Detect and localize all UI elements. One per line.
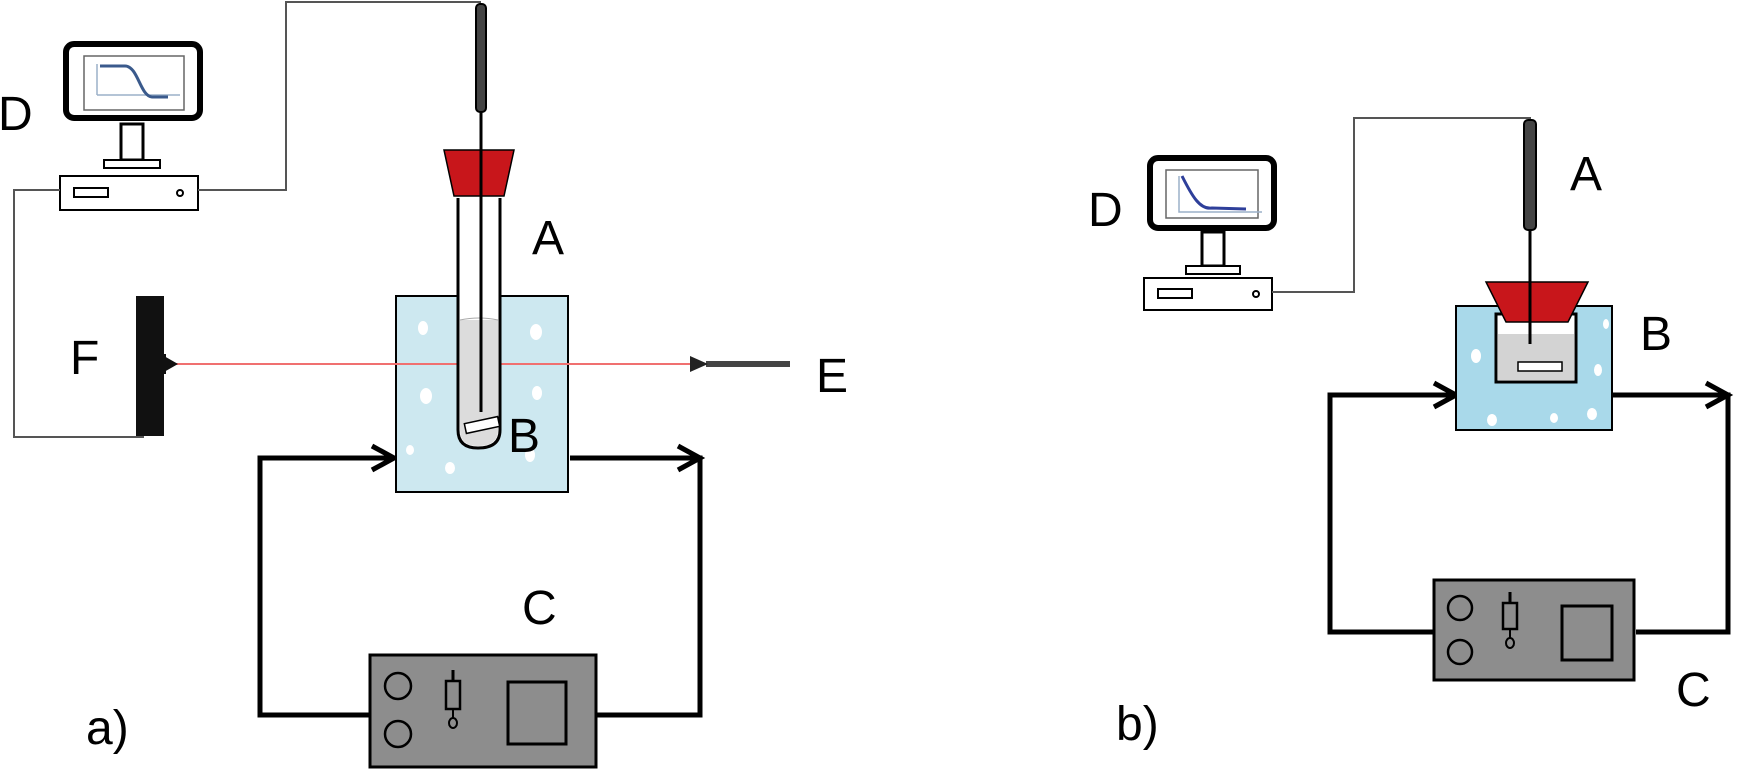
arrow-outlet-b: [1704, 380, 1734, 410]
label-b-D: D: [1088, 184, 1123, 237]
monitor-curve: [96, 64, 180, 96]
beaker-b: [1494, 312, 1578, 384]
panel-a: D A F E B C a): [0, 1, 848, 769]
laser-source-icon: [690, 356, 790, 372]
label-a-D: D: [0, 88, 33, 141]
caption-b: b): [1116, 698, 1159, 751]
caption-a: a): [86, 702, 129, 755]
temperature-probe-icon: [475, 3, 487, 412]
label-a-F: F: [70, 332, 99, 385]
computer-b: [1143, 155, 1277, 311]
label-a-A: A: [532, 212, 564, 265]
label-a-B: B: [508, 410, 540, 463]
circulation-loop-b: [1327, 392, 1454, 635]
label-a-C: C: [522, 582, 557, 635]
label-b-A: A: [1570, 148, 1602, 201]
arrow-outlet-a: [676, 443, 706, 473]
light-detector-icon: [136, 296, 178, 436]
stopper-a: [443, 149, 515, 197]
wire-computer-to-detector-a: [13, 189, 144, 438]
temperature-controller-icon: [368, 653, 598, 769]
computer-a: [59, 41, 203, 211]
arrow-inlet-a: [370, 443, 400, 473]
panel-b: A D B C b): [1088, 117, 1734, 751]
stir-bar-b: [1517, 361, 1563, 372]
circulation-loop-a: [257, 455, 394, 718]
label-b-C: C: [1676, 664, 1711, 717]
test-tube-a: [456, 198, 502, 450]
label-b-B: B: [1640, 308, 1672, 361]
temperature-probe-icon: [1523, 119, 1537, 344]
wire-computer-to-probe-a: [198, 1, 481, 191]
monitor-stand: [119, 122, 145, 162]
stopper-b: [1484, 281, 1590, 323]
stir-bar-a: [463, 415, 501, 435]
temperature-controller-icon: [1432, 578, 1636, 682]
label-a-E: E: [816, 350, 848, 403]
wire-computer-to-probe-b: [1272, 117, 1531, 293]
